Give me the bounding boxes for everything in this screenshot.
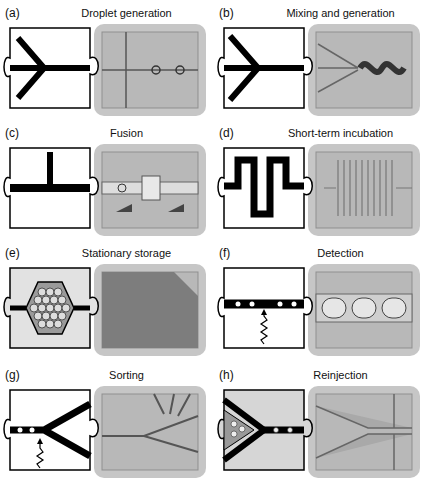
panel-heading: Sorting (44, 368, 209, 382)
panel: Reinjection (218, 366, 423, 478)
panel-letter: (f) (219, 246, 230, 260)
panel: Fusion (4, 124, 209, 236)
panel: Short-term incubation (218, 124, 423, 236)
panel-heading: Stationary storage (44, 246, 209, 260)
panel: Sorting (4, 366, 209, 478)
detection-figure (218, 264, 420, 356)
panel: Mixing and generation (218, 4, 423, 116)
panel-letter: (d) (219, 126, 234, 140)
panel-heading: Fusion (44, 126, 209, 140)
panel-letter: (g) (5, 368, 20, 382)
panel-heading: Reinjection (258, 368, 423, 382)
incubation-figure (218, 144, 420, 236)
droplet-generation-figure (4, 24, 206, 116)
panel-letter: (h) (219, 368, 234, 382)
sorting-figure (4, 386, 206, 478)
panel-letter: (e) (5, 246, 20, 260)
mixing-figure (218, 24, 420, 116)
storage-figure (4, 264, 206, 356)
reinjection-figure (218, 386, 420, 478)
panel-heading: Detection (258, 246, 423, 260)
panel-heading: Short-term incubation (258, 126, 423, 140)
panel-letter: (c) (5, 126, 19, 140)
fusion-figure (4, 144, 206, 236)
panel-letter: (b) (219, 6, 234, 20)
panel-letter: (a) (5, 6, 20, 20)
panel: Stationary storage (4, 244, 209, 356)
panel: Droplet generation (4, 4, 209, 116)
panel: Detection (218, 244, 423, 356)
panel-heading: Mixing and generation (258, 6, 423, 20)
panel-heading: Droplet generation (44, 6, 209, 20)
